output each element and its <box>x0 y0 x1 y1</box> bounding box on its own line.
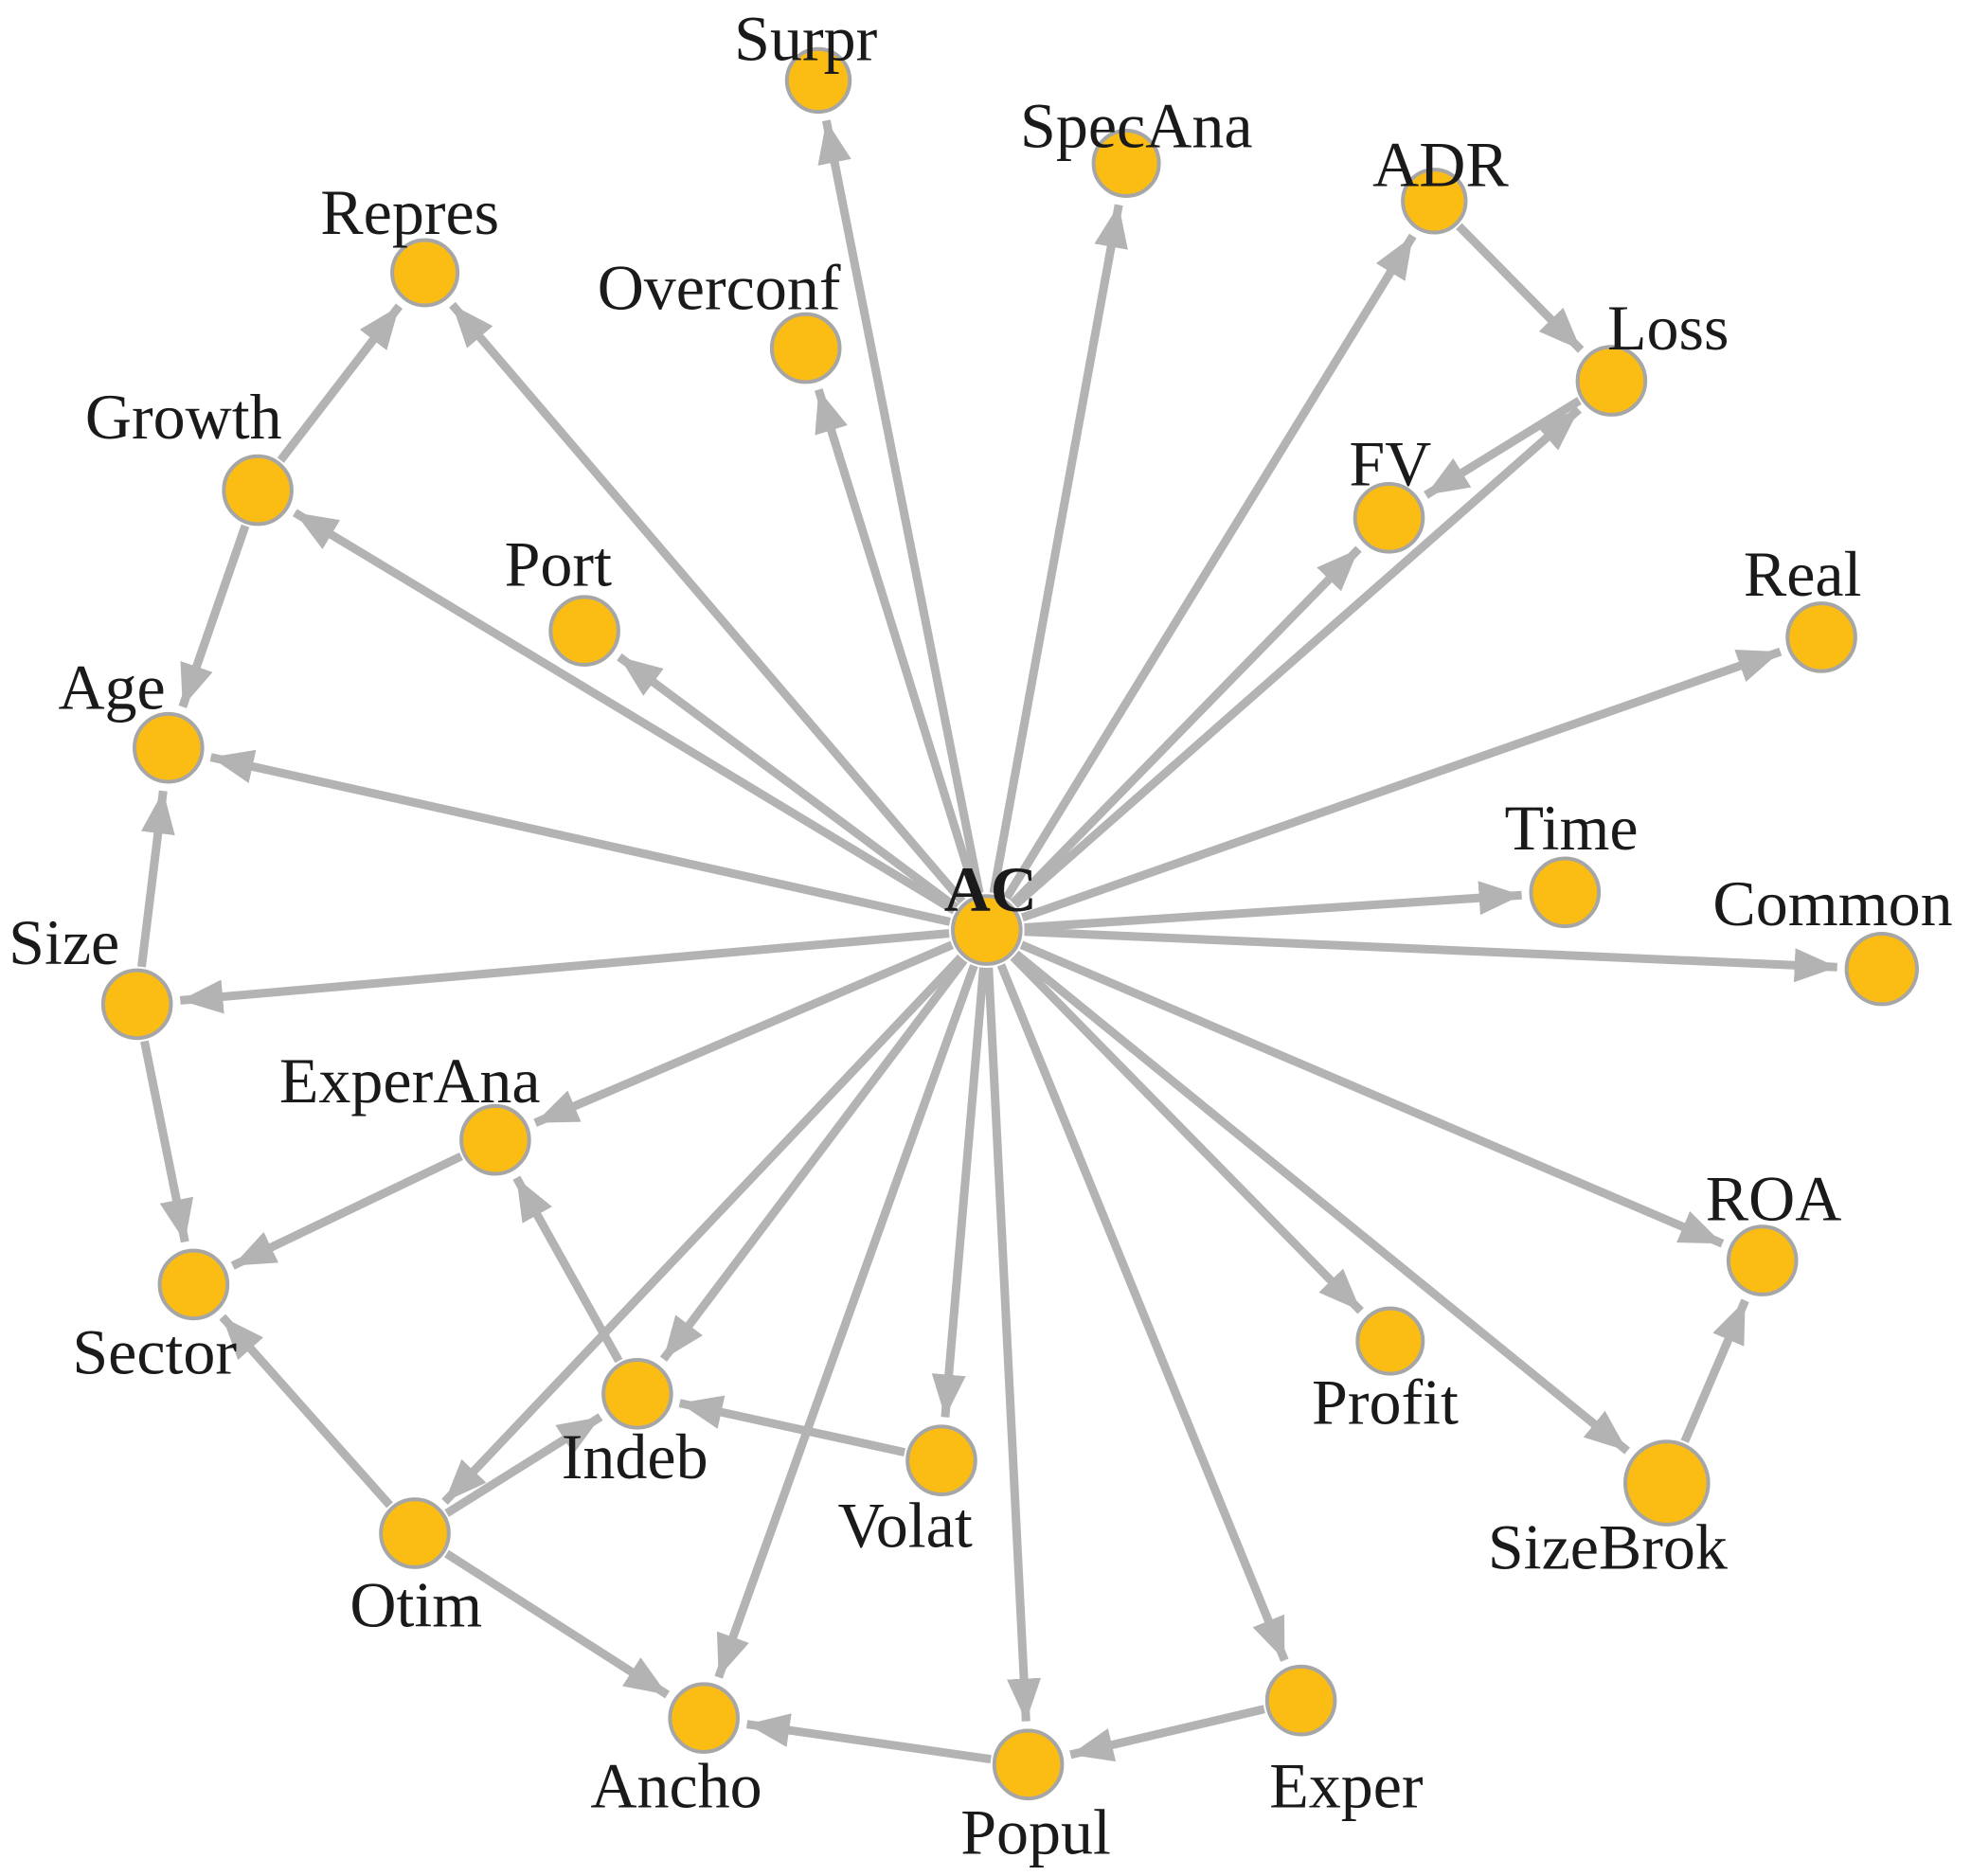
edge-ac-to-loss <box>1012 406 1582 909</box>
node-fv <box>1353 482 1425 554</box>
edge-size-to-sector <box>140 1040 194 1243</box>
edge-otim-to-ancho <box>444 1549 671 1699</box>
node-port <box>548 595 620 668</box>
edge-experana-to-sector <box>230 1152 463 1270</box>
edge-ac-to-size <box>179 929 950 1014</box>
node-label-experana: ExperAna <box>279 1045 541 1117</box>
node-time <box>1529 856 1602 929</box>
node-label-size: Size <box>9 906 119 978</box>
node-label-real: Real <box>1744 538 1862 610</box>
node-adr <box>1401 168 1468 235</box>
edge-ac-to-sizebrok <box>1012 950 1630 1455</box>
node-label-roa: ROA <box>1706 1163 1842 1235</box>
node-label-ac: AC <box>944 853 1037 925</box>
edge-ac-to-overconf <box>815 388 980 896</box>
node-label-profit: Profit <box>1312 1367 1459 1438</box>
edge-ac-to-specana <box>989 204 1128 894</box>
node-ancho <box>668 1682 741 1754</box>
node-label-ancho: Ancho <box>590 1750 762 1822</box>
edge-ac-to-common <box>1024 927 1837 983</box>
node-volat <box>905 1424 977 1496</box>
edge-size-to-age <box>137 790 175 968</box>
node-label-fv: FV <box>1349 427 1431 499</box>
node-label-specana: SpecAna <box>1020 89 1252 161</box>
edge-ac-to-profit <box>1010 954 1364 1314</box>
node-label-repres: Repres <box>320 176 499 248</box>
edge-ac-to-repres <box>449 301 966 904</box>
node-label-time: Time <box>1504 792 1638 864</box>
edge-otim-to-sector <box>219 1313 393 1509</box>
nodes-layer <box>100 46 1920 1801</box>
node-popul <box>992 1728 1065 1801</box>
edge-indeb-to-experana <box>512 1175 623 1364</box>
node-age <box>133 711 205 784</box>
node-specana <box>1091 129 1161 198</box>
node-label-port: Port <box>505 528 612 600</box>
edge-ac-to-growth <box>292 509 958 915</box>
node-label-loss: Loss <box>1607 292 1729 364</box>
edge-ac-to-surpr <box>817 119 984 894</box>
edge-exper-to-popul <box>1069 1705 1265 1762</box>
node-label-common: Common <box>1712 867 1952 939</box>
node-growth <box>222 454 294 527</box>
edge-growth-to-age <box>178 524 250 708</box>
node-otim <box>379 1497 451 1569</box>
edge-ac-to-real <box>1020 647 1783 922</box>
edge-otim-to-indeb <box>444 1413 603 1517</box>
node-repres <box>390 238 460 308</box>
edge-loss-to-fv <box>1424 397 1582 499</box>
edge-ac-to-time <box>1024 881 1522 932</box>
node-label-age: Age <box>58 652 165 724</box>
node-roa <box>1726 1224 1799 1296</box>
edge-sizebrok-to-roa <box>1680 1298 1749 1443</box>
edge-ac-to-port <box>617 652 959 911</box>
node-label-popul: Popul <box>960 1796 1111 1868</box>
edge-adr-to-loss <box>1456 223 1585 353</box>
node-experana <box>459 1103 531 1176</box>
node-ac <box>951 894 1023 966</box>
node-label-indeb: Indeb <box>562 1420 708 1492</box>
edge-popul-to-ancho <box>745 1713 992 1764</box>
node-label-otim: Otim <box>349 1568 482 1640</box>
edge-ac-to-volat <box>931 967 988 1418</box>
edge-ac-to-adr <box>1002 233 1417 901</box>
edge-ac-to-fv <box>1010 545 1362 906</box>
edges-layer <box>137 119 1837 1764</box>
edge-ac-to-ancho <box>714 964 978 1679</box>
node-label-growth: Growth <box>85 381 282 453</box>
node-exper <box>1264 1664 1337 1737</box>
edge-ac-to-age <box>209 749 951 926</box>
node-label-sizebrok: SizeBrok <box>1488 1510 1728 1582</box>
node-real <box>1785 601 1857 673</box>
node-indeb <box>601 1358 673 1430</box>
node-sector <box>157 1248 230 1321</box>
node-surpr <box>784 46 852 115</box>
node-label-adr: ADR <box>1372 128 1509 200</box>
edge-ac-to-popul <box>984 967 1042 1722</box>
node-sizebrok <box>1623 1439 1711 1527</box>
node-label-overconf: Overconf <box>598 252 841 324</box>
node-size <box>100 968 173 1041</box>
node-loss <box>1575 345 1648 417</box>
node-common <box>1844 932 1920 1007</box>
edge-ac-to-indeb <box>659 957 968 1362</box>
edge-volat-to-indeb <box>678 1395 906 1456</box>
edge-ac-to-experana <box>533 940 954 1127</box>
edge-growth-to-repres <box>277 303 403 463</box>
node-label-sector: Sector <box>72 1316 237 1388</box>
node-profit <box>1355 1306 1425 1376</box>
edge-ac-to-otim <box>441 954 964 1505</box>
node-label-volat: Volat <box>837 1490 972 1562</box>
edge-ac-to-roa <box>1019 940 1725 1248</box>
edge-ac-to-exper <box>996 963 1289 1662</box>
node-label-exper: Exper <box>1269 1750 1424 1822</box>
node-overconf <box>769 312 842 384</box>
node-label-surpr: Surpr <box>734 3 877 75</box>
